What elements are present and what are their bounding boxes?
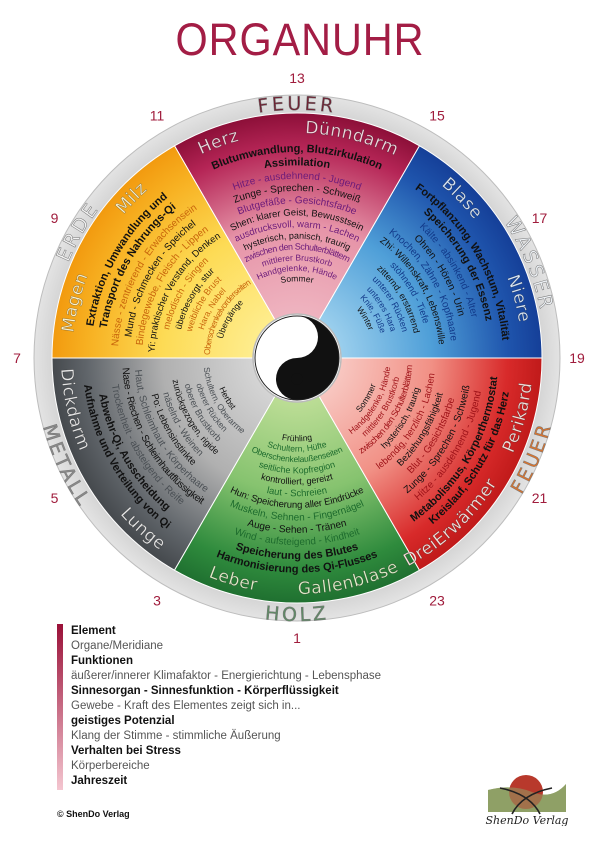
legend-item: Jahreszeit (71, 775, 128, 787)
wedge-holz (173, 356, 421, 604)
ring-element-label: HOLZ (264, 602, 330, 626)
hour-label: 23 (429, 593, 445, 609)
hour-label: 15 (429, 108, 445, 124)
element-text-line: Frühling (281, 432, 313, 443)
hour-label: 1 (293, 630, 301, 646)
hour-label: 21 (532, 490, 548, 506)
element-text-line: Assimilation (263, 156, 331, 171)
hour-label: 7 (13, 350, 21, 366)
legend-item: Element (71, 625, 116, 637)
hour-label: 5 (51, 490, 59, 506)
wedge-feuer (173, 112, 421, 360)
wedge-metall (51, 357, 298, 571)
legend-item: Organe/Meridiane (71, 640, 164, 652)
legend-item: Klang der Stimme - stimmliche Äußerung (71, 730, 281, 742)
element-text-line: Schultern, Hüfte (266, 439, 328, 454)
legend-item: geistiges Potenzial (71, 715, 175, 727)
logo-text: ShenDo Verlag (486, 814, 569, 826)
element-text-line: laut - Schreien (266, 485, 328, 499)
element-text-line: Sommer (280, 273, 315, 285)
legend-item: Funktionen (71, 655, 133, 667)
hour-label: 13 (289, 70, 305, 86)
shendo-verlag-logo: ShenDo Verlag (486, 775, 569, 826)
legend-item: äußerer/innerer Klimafaktor - Energieric… (71, 670, 382, 682)
wedge-wasser (296, 145, 543, 359)
hour-label: 9 (51, 210, 59, 226)
wedge-perikard (296, 357, 543, 571)
legend-item: Gewebe - Kraft des Elementes zeigt sich … (71, 700, 301, 712)
page-title: ORGANUHR (175, 14, 425, 65)
hour-label: 3 (153, 593, 161, 609)
legend-item: Körperbereiche (71, 760, 150, 772)
ring-element-label: FEUER (256, 93, 337, 118)
element-text-line: kontrolliert, gereizt (260, 471, 334, 486)
wedge-erde (51, 145, 298, 359)
hour-label: 11 (150, 108, 165, 124)
copyright: © ShenDo Verlag (57, 809, 130, 819)
legend-color-bar (57, 624, 63, 790)
yin-yang-icon (252, 313, 342, 403)
hour-label: 17 (532, 210, 548, 226)
legend-item: Sinnesorgan - Sinnesfunktion - Körperflü… (71, 685, 339, 697)
legend-item: Verhalten bei Stress (71, 745, 181, 757)
hour-label: 19 (569, 350, 585, 366)
